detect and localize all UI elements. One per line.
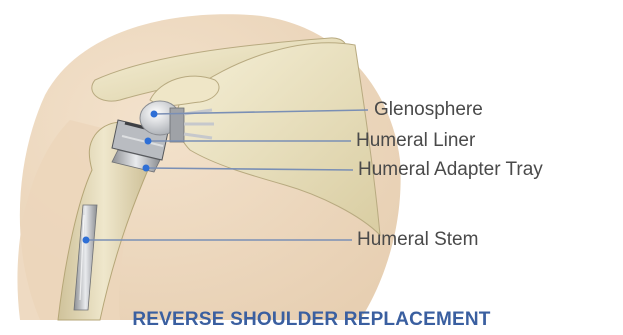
humeral-stem-marker [83,237,90,244]
humeral-adapter-tray-marker [143,165,150,172]
humeral-stem-label: Humeral Stem [357,230,478,249]
diagram-caption: REVERSE SHOULDER REPLACEMENT [0,310,623,329]
humeral-liner-marker [145,138,152,145]
humeral-adapter-tray-label: Humeral Adapter Tray [358,160,543,179]
humeral-adapter-tray-leader-line [146,168,353,170]
glenosphere-label: Glenosphere [374,100,483,119]
glenosphere-leader-line [154,110,368,114]
glenosphere-marker [151,111,158,118]
humeral-liner-label: Humeral Liner [356,131,475,150]
